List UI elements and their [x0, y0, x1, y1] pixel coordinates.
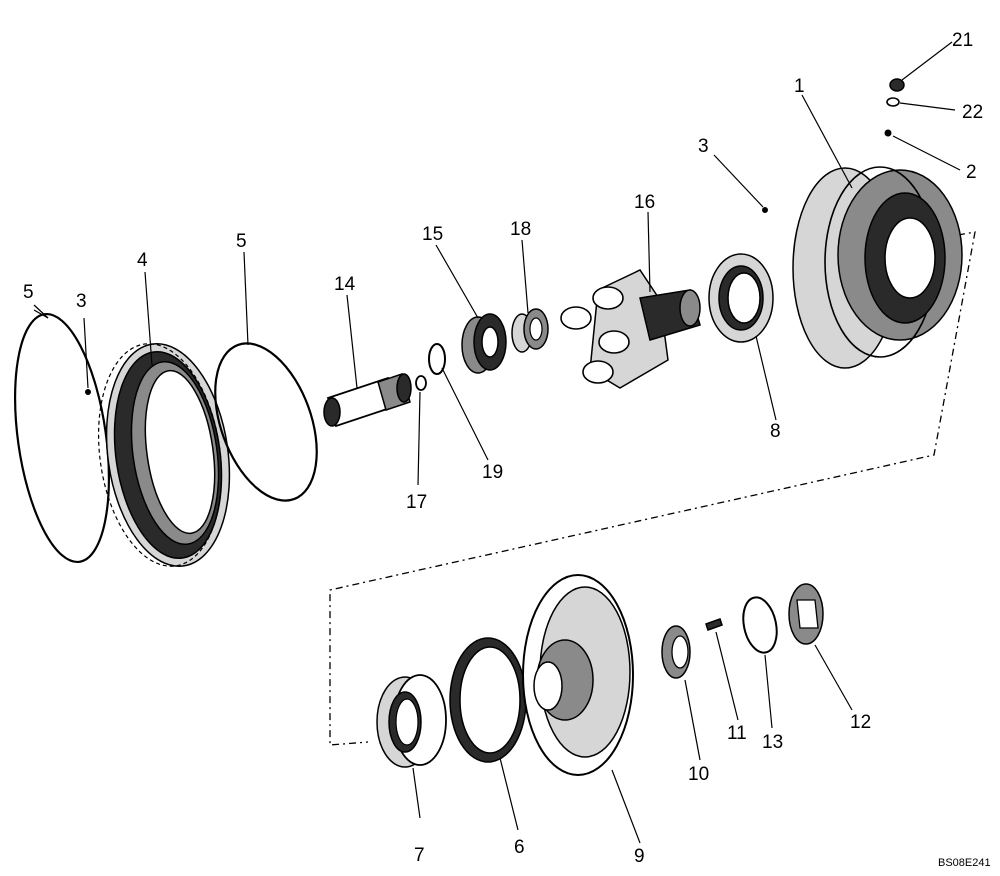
assembly-boundary-dashed-line — [329, 231, 976, 746]
diagram-code: BS08E241 — [938, 857, 991, 869]
part-21-drain-plug — [889, 78, 905, 92]
callout-part-18: 18 — [510, 219, 531, 240]
callout-part-22: 22 — [962, 102, 983, 123]
part-7-bearing — [376, 674, 447, 768]
part-5-o-ring-left — [13, 312, 111, 564]
part-14-sun-shaft — [323, 373, 412, 428]
callout-part-8: 8 — [770, 421, 781, 442]
callout-part-11: 11 — [727, 723, 747, 744]
callout-part-17: 17 — [406, 492, 427, 513]
part-8-seal — [708, 253, 774, 343]
callout-part-14: 14 — [334, 274, 356, 295]
part-4-ring-gear — [97, 343, 231, 567]
part-11-roll-pin — [705, 618, 723, 631]
callout-part-9: 9 — [634, 846, 645, 867]
callout-part-3-left: 3 — [76, 291, 87, 312]
callout-part-2: 2 — [966, 162, 977, 183]
part-15-planet-gear — [461, 313, 507, 374]
callout-part-13: 13 — [762, 732, 783, 753]
callout-part-12: 12 — [850, 712, 871, 733]
callout-part-16: 16 — [634, 192, 655, 213]
callout-part-7: 7 — [414, 845, 425, 866]
callout-part-5-left: 5 — [23, 282, 34, 303]
part-9-wheel-hub — [522, 574, 634, 776]
leader-lines — [33, 41, 961, 844]
callout-labels: 5 3 4 5 14 15 18 16 3 1 21 22 2 8 19 17 … — [23, 30, 983, 867]
part-13-o-ring — [742, 596, 778, 654]
part-16-planet-carrier — [560, 269, 701, 389]
callout-part-21: 21 — [952, 30, 973, 51]
callout-part-1: 1 — [794, 76, 805, 97]
callout-part-4: 4 — [137, 250, 148, 271]
callout-part-6: 6 — [514, 837, 525, 858]
callout-part-10: 10 — [688, 764, 709, 785]
part-6-seal-ring — [449, 637, 527, 763]
part-3-dowel-left — [85, 389, 91, 395]
part-3-dowel-right — [762, 207, 768, 213]
callout-part-5-middle: 5 — [236, 231, 247, 252]
callout-part-19: 19 — [482, 462, 503, 483]
part-1-hub-housing — [792, 166, 963, 369]
callout-part-15: 15 — [422, 224, 443, 245]
part-22-washer — [886, 97, 900, 107]
part-17-pin — [415, 375, 427, 391]
callout-part-3-right: 3 — [698, 136, 709, 157]
part-2-plug — [884, 129, 892, 137]
part-12-cover — [788, 583, 824, 645]
part-19-snap-ring — [428, 343, 446, 375]
part-18-bearing — [511, 308, 549, 353]
part-10-lock-nut — [661, 625, 691, 679]
part-5-o-ring-middle — [214, 342, 318, 502]
